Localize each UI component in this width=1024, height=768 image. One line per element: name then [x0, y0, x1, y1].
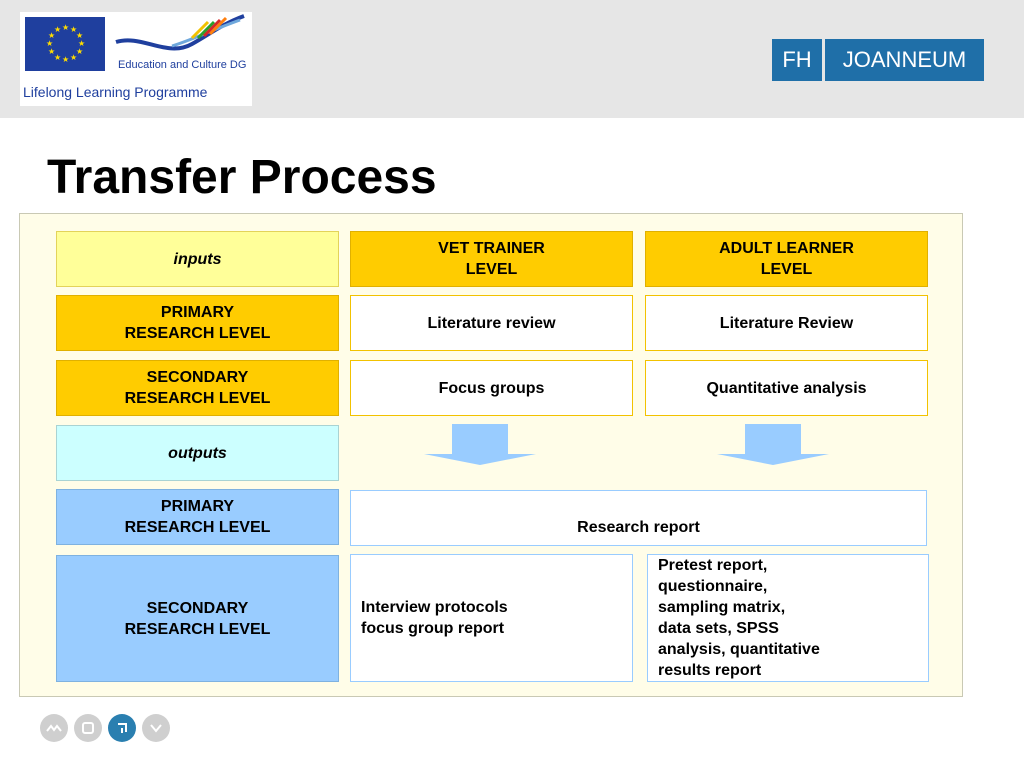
svg-text:★: ★ — [76, 31, 83, 40]
down-icon[interactable] — [142, 714, 170, 742]
svg-text:★: ★ — [70, 53, 77, 62]
svg-text:★: ★ — [62, 23, 69, 32]
joanneum-logo-text: JOANNEUM — [825, 39, 984, 81]
back-icon[interactable] — [40, 714, 68, 742]
svg-text:★: ★ — [46, 39, 53, 48]
vet-focus-groups: Focus groups — [350, 360, 633, 416]
secondary-research-output-row: SECONDARY RESEARCH LEVEL — [56, 555, 339, 682]
adult-secondary-output: Pretest report, questionnaire, sampling … — [647, 554, 929, 682]
vet-trainer-header: VET TRAINER LEVEL — [350, 231, 633, 287]
primary-research-input-row: PRIMARY RESEARCH LEVEL — [56, 295, 339, 351]
outputs-label: outputs — [56, 425, 339, 481]
eu-dg-text: Education and Culture DG — [118, 59, 247, 71]
inputs-label: inputs — [56, 231, 339, 287]
fh-joanneum-logo: FH JOANNEUM — [772, 39, 984, 81]
swoosh-icon — [115, 14, 245, 51]
eu-flag-icon: ★ ★ ★ ★ ★ ★ ★ ★ ★ ★ ★ ★ — [25, 17, 105, 71]
eu-programme-text: Lifelong Learning Programme — [23, 84, 208, 100]
svg-text:★: ★ — [78, 39, 85, 48]
svg-text:★: ★ — [76, 47, 83, 56]
slide-navigation — [40, 714, 170, 742]
vet-literature-review: Literature review — [350, 295, 633, 351]
fh-logo-text: FH — [772, 39, 822, 81]
svg-text:★: ★ — [62, 55, 69, 64]
svg-text:★: ★ — [54, 53, 61, 62]
adult-learner-header: ADULT LEARNER LEVEL — [645, 231, 928, 287]
vet-secondary-output: Interview protocols focus group report — [350, 554, 633, 682]
svg-text:★: ★ — [54, 25, 61, 34]
next-icon[interactable] — [108, 714, 136, 742]
research-report: Research report — [350, 490, 927, 546]
down-arrow-icon — [717, 424, 829, 465]
primary-research-output-row: PRIMARY RESEARCH LEVEL — [56, 489, 339, 545]
svg-text:★: ★ — [70, 25, 77, 34]
down-arrow-icon — [424, 424, 536, 465]
adult-literature-review: Literature Review — [645, 295, 928, 351]
home-icon[interactable] — [74, 714, 102, 742]
svg-text:★: ★ — [48, 31, 55, 40]
secondary-research-input-row: SECONDARY RESEARCH LEVEL — [56, 360, 339, 416]
slide-title: Transfer Process — [47, 151, 437, 204]
adult-quantitative-analysis: Quantitative analysis — [645, 360, 928, 416]
svg-text:★: ★ — [48, 47, 55, 56]
header-band: ★ ★ ★ ★ ★ ★ ★ ★ ★ ★ ★ ★ — [0, 0, 1024, 118]
eu-lifelong-learning-logo: ★ ★ ★ ★ ★ ★ ★ ★ ★ ★ ★ ★ — [20, 12, 252, 106]
